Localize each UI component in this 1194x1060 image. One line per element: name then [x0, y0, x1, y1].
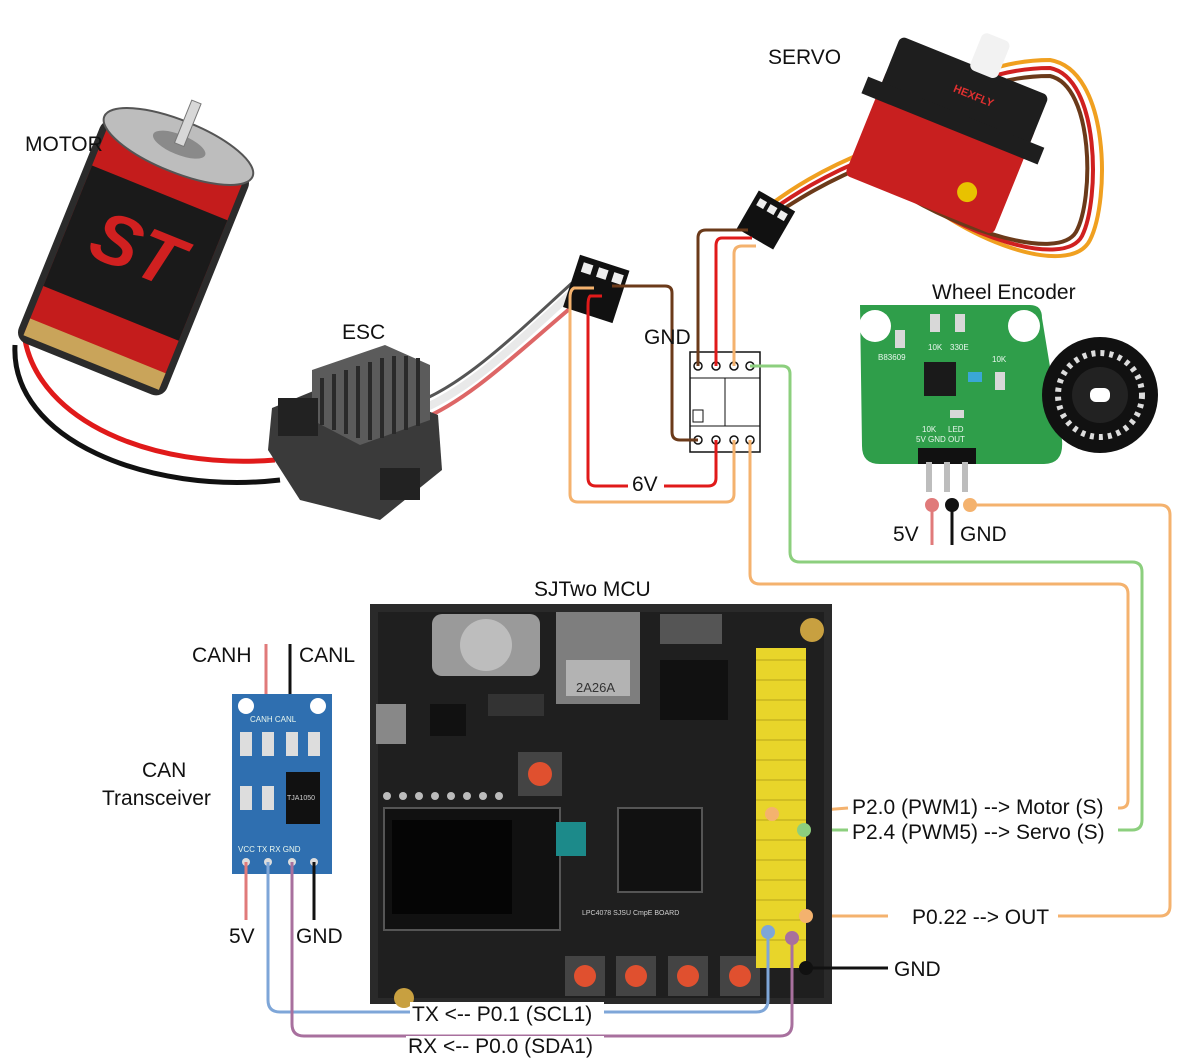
can-5v-label: 5V — [229, 925, 255, 948]
pin-tx-label: TX <-- P0.1 (SCL1) — [412, 1003, 592, 1026]
wheel-encoder-board: B83609 10K 330E 10K 10K LED 5V GND OUT — [859, 305, 1063, 492]
encoder-5v-dot — [925, 498, 939, 512]
can-transceiver-label-line1: CAN — [142, 759, 186, 782]
encoder-silk-pins: 5V GND OUT — [916, 435, 965, 444]
encoder-gnd-label: GND — [960, 523, 1007, 546]
esc-connector — [563, 254, 630, 324]
can-gnd-label: GND — [296, 925, 343, 948]
encoder-silk-r3: 10K — [992, 355, 1007, 364]
pin-gnd-label: GND — [894, 958, 941, 981]
pin-p022-label: P0.22 --> OUT — [912, 906, 1049, 929]
power-wires — [568, 228, 1144, 832]
pin-p24-label: P2.4 (PWM5) --> Servo (S) — [852, 821, 1105, 844]
can-transceiver-board: CANH CANL TJA1050 VCC TX RX GND — [232, 694, 332, 874]
encoder-wires — [808, 503, 1172, 918]
esc-6v-label: 6V — [632, 473, 658, 496]
servo-image: HEXFLY — [768, 33, 1104, 258]
encoder-5v-label: 5V — [893, 523, 919, 546]
servo-connector — [736, 190, 796, 250]
encoder-silk-led: LED — [948, 425, 964, 434]
can-transceiver-label-line2: Transceiver — [102, 787, 211, 810]
encoder-gnd-dot — [945, 498, 959, 512]
can-chip-label: TJA1050 — [287, 795, 315, 802]
p20-pin-dot — [765, 807, 779, 821]
sjtwo-mcu-board: 2A26A LPC4078 SJSU CmpE BOARD — [370, 604, 832, 1008]
canh-label: CANH — [192, 644, 252, 667]
encoder-silk-label: B83609 — [878, 353, 906, 362]
sd-card-label: 2A26A — [576, 680, 615, 695]
motor-image: ST — [12, 99, 281, 485]
sjtwo-mcu-label: SJTwo MCU — [534, 578, 651, 601]
esc-label: ESC — [342, 321, 385, 344]
encoder-silk-r4: 10K — [922, 425, 937, 434]
pin-rx-label: RX <-- P0.0 (SDA1) — [408, 1035, 593, 1058]
can-top-pins: CANH CANL — [250, 715, 297, 724]
p022-pin-dot — [799, 909, 813, 923]
pin-p20-label: P2.0 (PWM1) --> Motor (S) — [852, 796, 1103, 819]
esc-image — [268, 281, 582, 520]
servo-label: SERVO — [768, 46, 841, 69]
mcu-board-silk: LPC4078 SJSU CmpE BOARD — [582, 910, 679, 917]
encoder-silk-r2: 330E — [950, 343, 969, 352]
encoder-silk-r1: 10K — [928, 343, 943, 352]
encoder-out-dot — [963, 498, 977, 512]
esc-gnd-label: GND — [644, 326, 691, 349]
can-bottom-pins: VCC TX RX GND — [238, 845, 301, 854]
motor-label: MOTOR — [25, 133, 103, 156]
encoder-wheel — [1042, 337, 1158, 453]
canl-label: CANL — [299, 644, 355, 667]
p24-pin-dot — [797, 823, 811, 837]
breadboard — [689, 351, 761, 453]
wheel-encoder-label: Wheel Encoder — [932, 281, 1076, 304]
